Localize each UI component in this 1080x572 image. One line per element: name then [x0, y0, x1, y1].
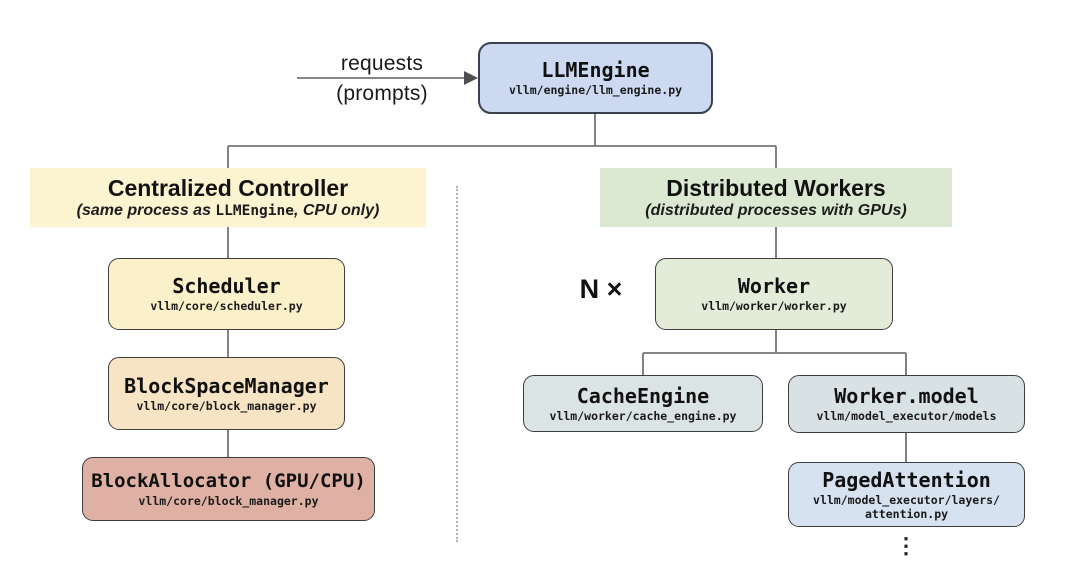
node-llm-engine: LLMEngine vllm/engine/llm_engine.py: [478, 42, 713, 114]
prompts-label: (prompts): [336, 82, 428, 105]
section-subtitle: (distributed processes with GPUs): [645, 202, 907, 220]
section-subtitle: (same process as LLMEngine, CPU only): [77, 201, 380, 220]
node-path: vllm/core/block_manager.py: [138, 493, 319, 508]
node-cache-engine: CacheEngine vllm/worker/cache_engine.py: [523, 375, 763, 432]
node-path-line2: attention.py: [864, 507, 949, 521]
section-header-centralized-controller: Centralized Controller (same process as …: [30, 168, 426, 227]
node-path: vllm/worker/worker.py: [701, 299, 847, 314]
node-paged-attention: PagedAttention vllm/model_executor/layer…: [788, 462, 1025, 527]
node-title: Scheduler: [172, 274, 281, 299]
node-path: vllm/core/scheduler.py: [150, 299, 303, 314]
node-block-space-manager: BlockSpaceManager vllm/core/block_manage…: [108, 357, 345, 430]
node-title: CacheEngine: [576, 383, 710, 408]
subtitle-code: LLMEngine: [215, 203, 294, 220]
node-title: BlockAllocator (GPU/CPU): [91, 469, 366, 492]
worker-multiplier-label: N ×: [579, 274, 623, 304]
node-path: vllm/model_executor/layers/: [813, 492, 1000, 507]
node-path: vllm/core/block_manager.py: [136, 398, 317, 413]
node-worker-model: Worker.model vllm/model_executor/models: [788, 375, 1025, 433]
node-worker: Worker vllm/worker/worker.py: [655, 258, 893, 330]
node-title: Worker: [737, 274, 811, 299]
more-items-ellipsis: ⋮: [895, 534, 917, 559]
subtitle-text-post: , CPU only): [293, 202, 380, 220]
node-path: vllm/model_executor/models: [816, 409, 997, 424]
requests-label: requests: [340, 52, 424, 75]
node-path: vllm/worker/cache_engine.py: [549, 408, 737, 423]
section-title: Distributed Workers: [666, 174, 886, 201]
node-title: LLMEngine: [541, 58, 650, 83]
node-path: vllm/engine/llm_engine.py: [508, 83, 683, 98]
node-title: PagedAttention: [822, 467, 991, 492]
node-title: BlockSpaceManager: [124, 373, 329, 398]
node-title: Worker.model: [834, 384, 979, 409]
requests-arrowhead-icon: [464, 71, 478, 85]
node-block-allocator: BlockAllocator (GPU/CPU) vllm/core/block…: [82, 457, 375, 521]
node-scheduler: Scheduler vllm/core/scheduler.py: [108, 258, 345, 330]
section-divider: [456, 186, 458, 542]
section-title: Centralized Controller: [107, 174, 349, 201]
subtitle-text-pre: (same process as: [76, 202, 216, 220]
section-header-distributed-workers: Distributed Workers (distributed process…: [600, 168, 952, 227]
